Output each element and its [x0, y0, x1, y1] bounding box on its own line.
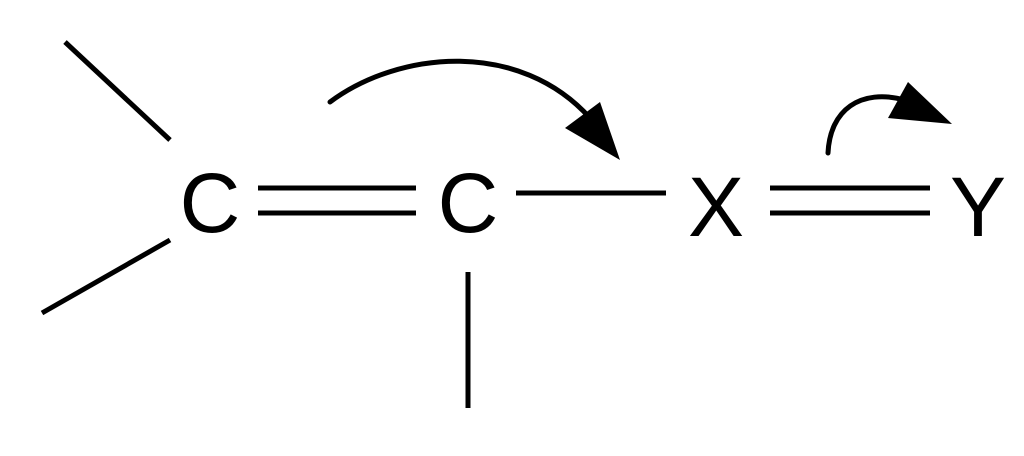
atom-c2-label: C — [438, 156, 499, 250]
electron-push-arrow-cc-to-cx — [327, 58, 620, 160]
double-bond-c1-c2 — [258, 185, 416, 216]
electron-push-arrow-xy-to-y — [825, 82, 952, 156]
substituent-bond-c1-lower — [40, 237, 172, 316]
atom-y-label: Y — [950, 160, 1006, 254]
atom-c1-label: C — [180, 156, 241, 250]
atom-x-label: X — [688, 160, 744, 254]
double-bond-x-y — [770, 185, 930, 216]
substituent-bond-c1-upper — [63, 40, 172, 142]
